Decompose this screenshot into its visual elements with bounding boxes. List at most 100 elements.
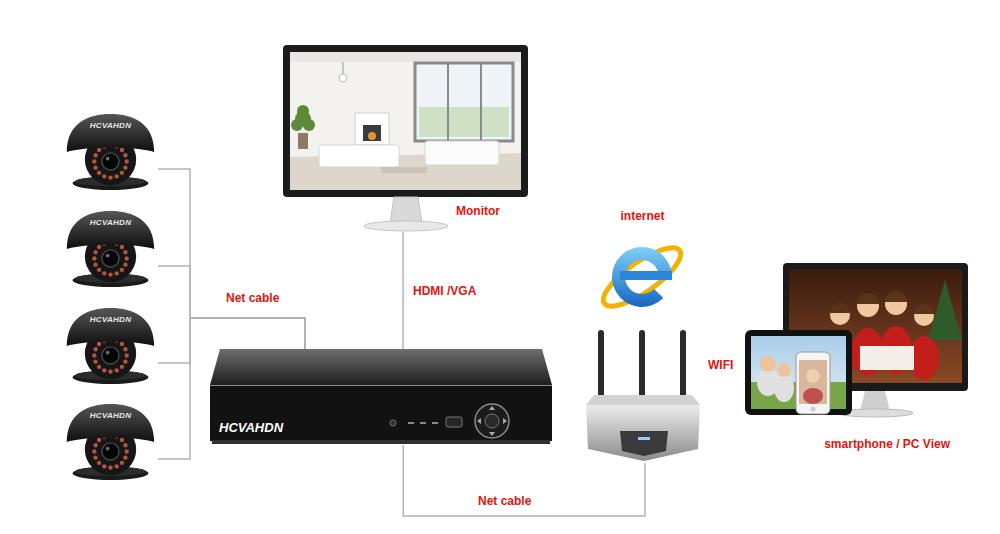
pc-neck [860, 391, 890, 411]
person-hair [857, 293, 879, 304]
router-body [586, 405, 700, 461]
person-body [803, 388, 823, 404]
ir-led [120, 245, 124, 249]
plant-leaves [297, 105, 309, 117]
ir-led [93, 443, 97, 447]
ir-led [124, 159, 128, 163]
ir-led [120, 461, 124, 465]
link-label: WIFI [708, 358, 733, 372]
cable-label: HDMI /VGA [413, 284, 476, 298]
dvr-edge [210, 385, 552, 386]
nav-pad [475, 404, 509, 438]
ir-led [120, 268, 124, 272]
ir-led [114, 174, 118, 178]
ir-led [97, 148, 101, 152]
power-button [390, 420, 396, 426]
router-front [620, 431, 668, 456]
ir-led [123, 347, 127, 351]
ir-led [92, 353, 96, 357]
camera-shell [67, 114, 154, 152]
monitor-art [283, 45, 528, 232]
lens-glint [106, 351, 110, 355]
coffee-table [381, 167, 427, 173]
ir-led [114, 464, 118, 468]
lamp-shade [339, 74, 347, 82]
ir-led [97, 461, 101, 465]
ir-led [123, 455, 127, 459]
lens-glint [106, 157, 110, 161]
camera-lens [102, 153, 119, 170]
dvr-bottom [212, 440, 550, 444]
router-art [580, 205, 705, 465]
antenna [639, 330, 645, 402]
device-label: internet [620, 209, 664, 223]
dome-camera: HCVAHDN [63, 207, 158, 289]
device-label: Monitor [456, 204, 500, 218]
cable-label: Net cable [226, 291, 279, 305]
ir-led [123, 153, 127, 157]
dvr-top [210, 349, 552, 385]
person-face [806, 369, 820, 383]
ir-led [120, 342, 124, 346]
antenna [598, 330, 604, 402]
ir-led [108, 369, 112, 373]
logo-bar [620, 271, 672, 280]
plant-leaves [291, 119, 303, 131]
viewing-devices: smartphone / PC View [740, 260, 975, 455]
ir-led [93, 165, 97, 169]
plant-leaves [303, 119, 315, 131]
dvr-front [210, 385, 552, 441]
status-led [420, 422, 426, 424]
ir-led [123, 359, 127, 363]
front-button [446, 417, 462, 427]
window-view [419, 107, 509, 137]
ir-led [102, 368, 106, 372]
person-face [760, 356, 776, 372]
ir-led [92, 449, 96, 453]
ir-led [97, 171, 101, 175]
brand-logo: HCVAHDN [219, 420, 283, 435]
tablet-body [745, 330, 852, 415]
home-button [811, 407, 816, 412]
ir-led [108, 465, 112, 469]
logo-letter [612, 247, 672, 307]
brand-logo: HCVAHDN [90, 315, 132, 325]
nav-center [485, 414, 499, 428]
ir-led [124, 256, 128, 260]
router-top [586, 395, 700, 405]
status-led [408, 422, 414, 424]
person-face [777, 363, 791, 377]
ir-led [93, 262, 97, 266]
lens-glint [106, 447, 110, 451]
room-window [415, 63, 513, 141]
antenna [680, 330, 686, 402]
ir-led [97, 245, 101, 249]
ir-led [114, 368, 118, 372]
monitor-bezel [283, 45, 528, 197]
brand-logo: HCVAHDN [90, 411, 132, 421]
net-cable [402, 232, 404, 349]
ir-led [108, 272, 112, 276]
ir-led [93, 250, 97, 254]
ir-led [92, 256, 96, 260]
ir-led [120, 171, 124, 175]
camera-lens [102, 250, 119, 267]
camera-lens [102, 443, 119, 460]
person-hair [914, 304, 934, 314]
ir-led [123, 250, 127, 254]
ir-led [97, 268, 101, 272]
brand-logo: HCVAHDN [90, 121, 132, 131]
room-ceiling [290, 52, 521, 62]
phone-body [796, 352, 830, 414]
dome-camera: HCVAHDN [63, 304, 158, 386]
internet-logo [596, 238, 689, 315]
ir-led [123, 443, 127, 447]
monitor: Monitor [283, 45, 528, 232]
dome-camera: HCVAHDN [63, 400, 158, 482]
camera-lens [102, 347, 119, 364]
brand-logo: HCVAHDN [90, 218, 132, 228]
camera-shell [67, 404, 154, 442]
ir-led [97, 342, 101, 346]
ir-led [93, 359, 97, 363]
